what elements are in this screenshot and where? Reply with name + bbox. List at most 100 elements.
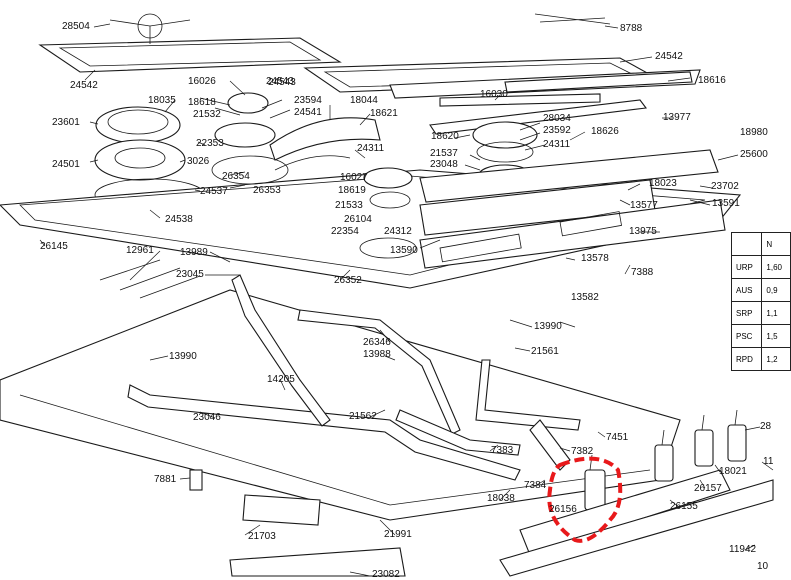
part-label: 10 — [757, 561, 769, 572]
part-label: 7384 — [524, 480, 547, 491]
table-value: 1,5 — [761, 324, 791, 348]
part-label: 16030 — [480, 89, 508, 100]
table-code: RPD — [730, 347, 763, 371]
table-code: AUS — [730, 278, 763, 302]
part-label: 22354 — [331, 226, 359, 237]
part-label: 26155 — [670, 501, 698, 512]
part-label: 24542 — [655, 51, 683, 62]
part-label: 11942 — [729, 544, 757, 555]
part-label: 26156 — [549, 504, 577, 515]
part-label: 13582 — [571, 292, 599, 303]
part-label: 23045 — [176, 269, 204, 280]
part-label: 26157 — [694, 483, 722, 494]
large-burner-23601 — [94, 106, 206, 212]
part-label: 24501 — [52, 159, 80, 170]
table-row: RPD 1,2 — [730, 347, 791, 371]
gas-pipe-network — [127, 274, 581, 481]
part-label: 23082 — [372, 569, 400, 580]
part-label: 18023 — [649, 178, 677, 189]
part-label: 7451 — [606, 432, 629, 443]
table-row: URP 1,60 — [730, 255, 791, 279]
part-label: 16026 — [188, 76, 216, 87]
part-label: 18620 — [431, 131, 459, 142]
part-label: 23046 — [193, 412, 221, 423]
part-label: 18626 — [591, 126, 619, 137]
part-label: 23048 — [430, 159, 458, 170]
table-header-row: N — [730, 232, 791, 256]
part-label: 24312 — [384, 226, 412, 237]
table-value: 1,2 — [761, 347, 791, 371]
gas-valves — [584, 409, 747, 511]
part-label: 21537 — [430, 148, 458, 159]
part-label: 24543 — [268, 77, 296, 88]
part-label: 23594 — [294, 95, 322, 106]
part-label: 23601 — [52, 117, 80, 128]
part-label: 14205 — [267, 374, 295, 385]
control-panel-25600 — [419, 149, 726, 269]
table-header-blank — [730, 232, 763, 256]
part-label: 24541 — [294, 107, 322, 118]
part-label: 26354 — [222, 171, 250, 182]
table-header: N — [761, 232, 791, 256]
part-label: 13989 — [180, 247, 208, 258]
clip-7881 — [189, 469, 203, 491]
part-label: 13990 — [169, 351, 197, 362]
part-label: 24537 — [200, 186, 228, 197]
part-label: 13975 — [629, 226, 657, 237]
part-label: 7382 — [571, 446, 594, 457]
part-label: 28034 — [543, 113, 571, 124]
part-label: 12961 — [126, 245, 154, 256]
part-label: 24311 — [357, 143, 385, 154]
part-label: 13590 — [390, 245, 418, 256]
table-code: PSC — [730, 324, 763, 348]
table-value: 0,9 — [761, 278, 791, 302]
part-label: 28 — [760, 421, 772, 432]
part-label: 21562 — [349, 411, 377, 422]
part-label: 21703 — [248, 531, 276, 542]
part-label: 21561 — [531, 346, 559, 357]
part-label: 13977 — [663, 112, 691, 123]
part-label: 13578 — [581, 253, 609, 264]
part-label: 13577 — [630, 200, 658, 211]
part-label: 26346 — [363, 337, 391, 348]
part-label: 28504 — [62, 21, 90, 32]
table-row: PSC 1,5 — [730, 324, 791, 348]
exploded-parts-diagram — [0, 13, 774, 577]
part-label: 7383 — [491, 445, 514, 456]
part-label: 21991 — [384, 529, 412, 540]
table-code: SRP — [730, 301, 763, 325]
part-label: 26145 — [40, 241, 68, 252]
part-label: 18980 — [740, 127, 768, 138]
leader-lines — [39, 23, 774, 577]
table-code: URP — [730, 255, 763, 279]
injector-table: N URP 1,60 AUS 0,9 SRP 1,1 PSC 1,5 RPD 1… — [730, 232, 791, 371]
part-label: 26104 — [344, 214, 372, 225]
part-label: 25600 — [740, 149, 768, 160]
rod-18616 — [504, 71, 693, 93]
lower-rails — [229, 469, 774, 577]
part-label: 23702 — [711, 181, 739, 192]
part-label: 21532 — [193, 109, 221, 120]
part-label: 26352 — [334, 275, 362, 286]
part-label: 22353 — [196, 138, 224, 149]
part-label: 18044 — [350, 95, 378, 106]
highlight-ring — [547, 456, 623, 543]
table-value: 1,60 — [761, 255, 791, 279]
table-value: 1,1 — [761, 301, 791, 325]
bracket-21703 — [242, 494, 321, 526]
part-label: 13591 — [712, 198, 740, 209]
part-label: 7388 — [631, 267, 654, 278]
burner-cover-18044 — [269, 117, 381, 171]
burner-set-middle — [211, 92, 417, 259]
part-label: 24311 — [543, 139, 571, 150]
part-label: 18619 — [338, 185, 366, 196]
part-label: 24542 — [70, 80, 98, 91]
pan-support-left — [38, 13, 342, 73]
part-label: 3026 — [187, 156, 210, 167]
part-label: 18616 — [698, 75, 726, 86]
part-label: 24543 — [266, 76, 294, 87]
part-label: 16027 — [340, 172, 368, 183]
part-label: 18035 — [148, 95, 176, 106]
part-label: 23592 — [543, 125, 571, 136]
table-row: AUS 0,9 — [730, 278, 791, 302]
